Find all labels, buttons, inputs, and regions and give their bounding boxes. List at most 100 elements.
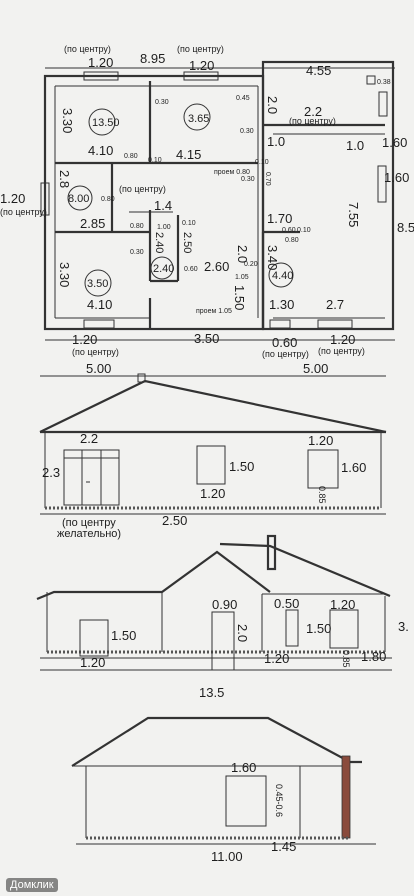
room-area: 2.40	[153, 263, 174, 275]
elevation-dim: 2.0	[235, 624, 250, 642]
elevation-dim: 0.45-0.6	[274, 784, 284, 817]
elevation-window	[329, 609, 359, 649]
plan-chimney	[366, 75, 376, 85]
elevation-dim: 11.00	[211, 849, 243, 864]
plan-dim: 0.38	[377, 79, 391, 86]
plan-dim: 1.0	[346, 138, 364, 153]
elevation-dim: 1.50	[111, 628, 136, 643]
plan-dim: 1.60	[382, 135, 407, 150]
room-circle	[88, 108, 116, 136]
plan-dim: 2.85	[80, 216, 105, 231]
elevation-3-labels: 1.60 0.45-0.6 11.00 1.45	[211, 760, 296, 864]
elevation-dim: 1.20	[330, 597, 355, 612]
elevation-dim: 1.20	[200, 486, 225, 501]
plan-dim: 2.8	[57, 170, 72, 188]
plan-window	[269, 319, 291, 329]
room-area: 4.40	[272, 270, 293, 282]
plan-dim: 4.10	[88, 143, 113, 158]
plan-window	[83, 319, 115, 329]
floor-plan	[40, 60, 395, 341]
plan-dim: 1.30	[269, 297, 294, 312]
plan-dim: 0.70	[264, 172, 271, 186]
room-circle	[84, 269, 112, 297]
plan-window	[377, 165, 387, 203]
elevation-dim: 1.50	[229, 459, 254, 474]
elevation-1	[39, 373, 387, 515]
plan-window	[317, 319, 353, 329]
plan-dim: 5.00	[86, 361, 111, 376]
plan-dim: 0.30	[130, 249, 144, 256]
plan-dim: 1.20	[189, 58, 214, 73]
elevation-2-labels: 1.50 1.20 0.90 2.0 0.50 1.20 1.50 1.20 0…	[80, 596, 409, 700]
plan-dim: 5.00	[303, 361, 328, 376]
plan-window	[40, 182, 50, 216]
plan-dim: 2.0	[265, 96, 280, 114]
plan-dim: 0.80	[124, 153, 138, 160]
elevation-1-labels: 2.2 2.3 1.20 1.50 1.20 1.60 0.85 2.50 (п…	[42, 431, 366, 540]
plan-dim: 2.40	[153, 232, 165, 253]
plan-dim: 0.60	[272, 335, 297, 350]
elevation-note: желательно)	[57, 528, 121, 540]
elevation-chimney	[137, 373, 146, 383]
elevation-dim: 1.60	[231, 760, 256, 775]
plan-opening: проем 1.05	[196, 308, 232, 315]
plan-dim: 2.60	[204, 259, 229, 274]
elevation-dim: 0.85	[341, 650, 351, 668]
elevation-window	[307, 449, 339, 489]
plan-dim: 0.80	[101, 196, 115, 203]
elevation-dim: 1.50	[306, 621, 331, 636]
elevation-2	[36, 534, 392, 671]
plan-dim: 0.60	[184, 266, 198, 273]
plan-dim: 1.60	[384, 170, 409, 185]
plan-window	[183, 71, 219, 81]
plan-dim: 1.50	[232, 285, 247, 310]
plan-dim: 1.05	[235, 274, 249, 281]
elevation-chimney	[266, 534, 277, 571]
elevation-dim: 0.90	[212, 597, 237, 612]
room-area: 13.50	[92, 117, 120, 129]
plan-dim: 0.20	[244, 261, 258, 268]
plan-center-note: (по центру)	[177, 44, 224, 54]
elevation-roof	[39, 379, 387, 434]
room-area: 3.65	[188, 113, 209, 125]
plan-dim: 8.5	[397, 220, 414, 235]
plan-dim: 0.10	[148, 157, 162, 164]
plan-center-note: (по центру)	[0, 207, 47, 217]
room-circle	[67, 185, 93, 211]
elevation-brick-column	[341, 755, 351, 839]
plan-center-note: (по центру)	[262, 349, 309, 359]
elevation-dim: 2.50	[162, 513, 187, 528]
floor-plan-labels: (по центру) (по центру) 1.20 8.95 1.20 4…	[0, 44, 414, 376]
plan-dim: 3.30	[57, 262, 72, 287]
plan-dim: 7.55	[346, 202, 361, 227]
plan-dim: 0.10	[182, 220, 196, 227]
elevation-3	[71, 716, 376, 845]
plan-dim: 2.0	[235, 245, 250, 263]
elevation-dim: 1.45	[271, 839, 296, 854]
elevation-note: (по центру	[62, 517, 116, 529]
elevation-dim: 2.2	[80, 431, 98, 446]
plan-dim: 0.45	[236, 95, 250, 102]
plan-center-note: (по центру)	[318, 346, 365, 356]
elevation-dim: 0.50	[274, 596, 299, 611]
plan-dim: 2.50	[181, 232, 193, 253]
elevation-dim: 3.	[398, 619, 409, 634]
plan-dim: 0.60	[282, 227, 296, 234]
elevation-dim: 1.80	[361, 649, 386, 664]
plan-dim: 0.10	[255, 159, 269, 166]
elevation-dim: 1.20	[308, 433, 333, 448]
plan-dim: 0.30	[240, 128, 254, 135]
plan-dim: 3.30	[60, 108, 75, 133]
plan-dim: 3.40	[265, 245, 280, 270]
plan-right-block-wall	[261, 60, 395, 331]
room-circle	[268, 262, 294, 288]
plan-dim: 0.30	[241, 176, 255, 183]
elevation-dim: 1.60	[341, 460, 366, 475]
elevation-window	[196, 445, 226, 485]
plan-center-note: (по центру)	[64, 44, 111, 54]
room-area: 3.50	[87, 278, 108, 290]
plan-center-note: (по центру)	[119, 184, 166, 194]
plan-dim: 1.20	[330, 332, 355, 347]
